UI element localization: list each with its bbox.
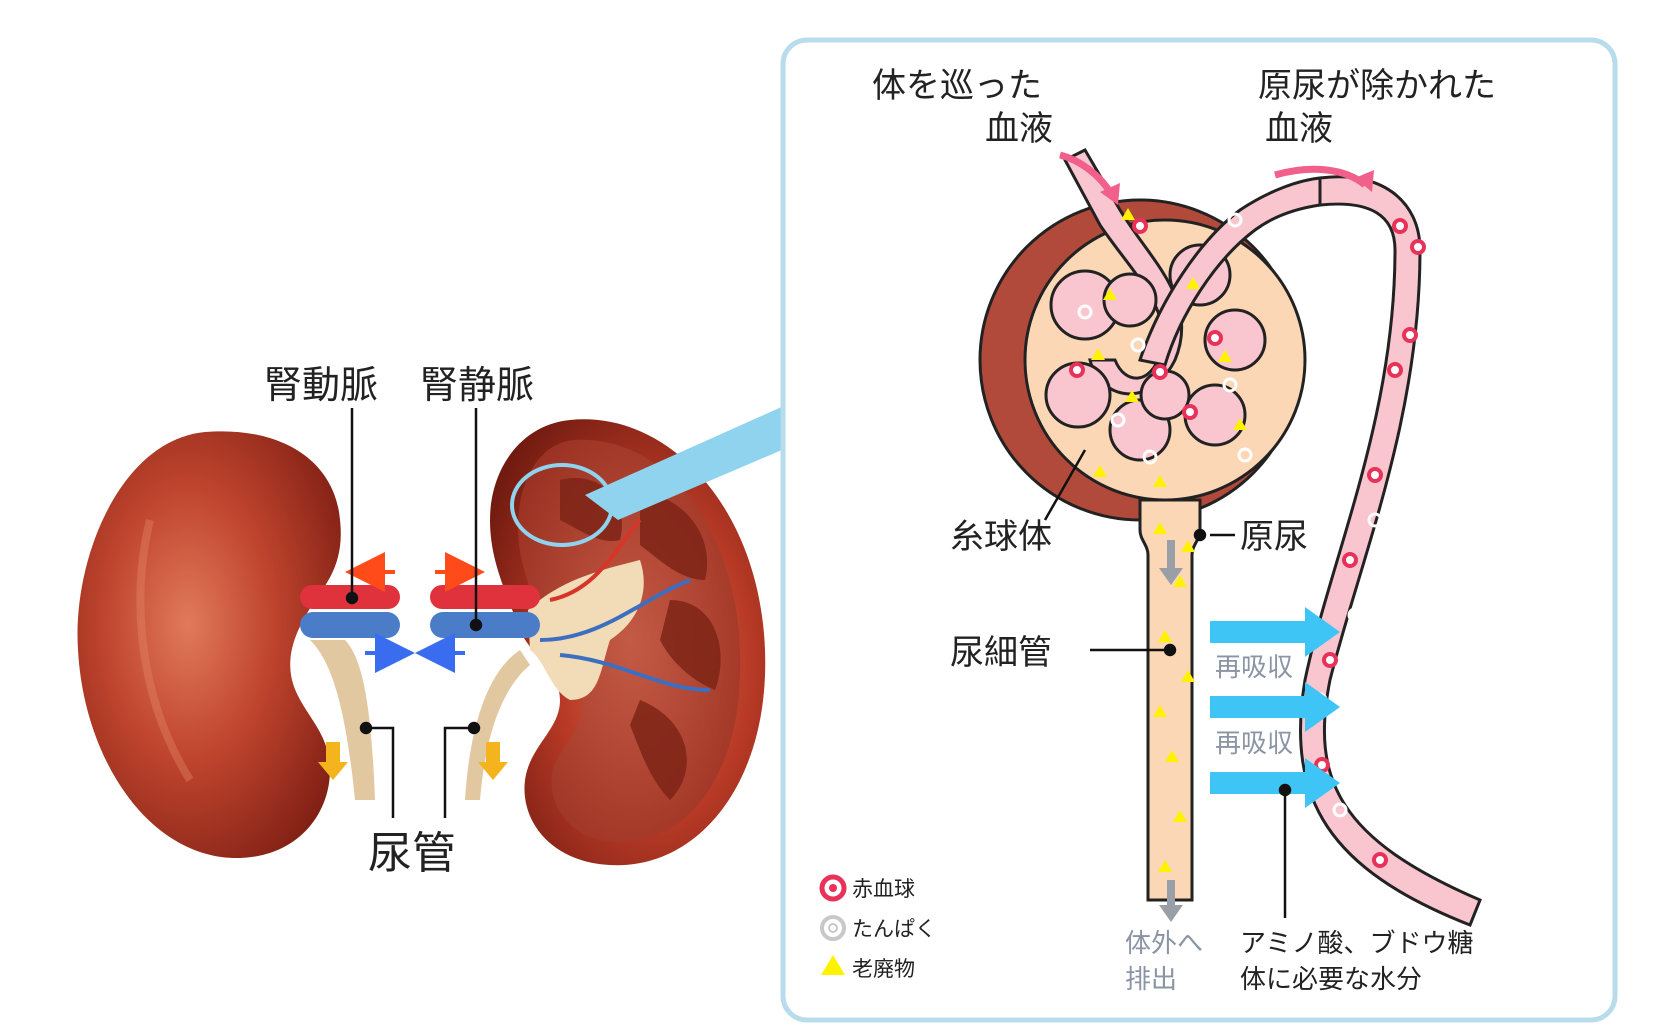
tubule-flow-arrow-bottom <box>1159 880 1183 922</box>
svg-text:老廃物: 老廃物 <box>852 957 915 981</box>
blood-in-label-line2: 血液 <box>985 109 1053 149</box>
legend-item-red-blood-cell: 赤血球 <box>819 874 915 902</box>
legend-item-protein: たんぱく <box>820 915 936 941</box>
primary-urine-label: 原尿 <box>1240 517 1308 557</box>
legend-item-waste: 老廃物 <box>821 955 915 981</box>
tubule-flow-arrow-top <box>1159 540 1183 585</box>
reabsorption-arrows <box>1210 607 1340 808</box>
protein-icon <box>820 915 846 941</box>
glomerulus-label: 糸球体 <box>950 517 1052 557</box>
nutrients-label-line1: アミノ酸、ブドウ糖 <box>1240 929 1473 959</box>
renal-artery-label: 腎動脈 <box>264 363 378 407</box>
excretion-label-line2: 排出 <box>1125 965 1177 995</box>
right-leader-lines <box>1043 449 1292 918</box>
red-blood-cells <box>1069 218 1426 868</box>
waste-particles <box>1091 208 1247 872</box>
legend: 赤血球 たんぱく 老廃物 <box>819 874 936 981</box>
waste-triangle-icon <box>821 955 845 975</box>
svg-text:たんぱく: たんぱく <box>852 917 936 941</box>
blood-out-label-line1: 原尿が除かれた <box>1258 66 1496 106</box>
reabsorption-label-1: 再吸収 <box>1215 653 1293 683</box>
kidney-right-cross-section <box>490 419 766 866</box>
excretion-label-line1: 体外へ <box>1125 929 1203 959</box>
blood-in-label-line1: 体を巡った <box>872 66 1042 106</box>
blood-out-label-line2: 血液 <box>1265 109 1333 149</box>
nutrients-label-line2: 体に必要な水分 <box>1240 965 1422 995</box>
renal-vein-label: 腎静脈 <box>420 363 534 407</box>
ureter-label: 尿管 <box>368 828 456 879</box>
svg-text:赤血球: 赤血球 <box>852 877 915 901</box>
renal-tubule-label: 尿細管 <box>950 633 1052 673</box>
kidney-left <box>77 431 341 859</box>
left-leader-lines <box>345 408 483 818</box>
reabsorption-label-2: 再吸収 <box>1215 729 1293 759</box>
ureter-flow-arrow-right <box>478 742 508 780</box>
ureter-flow-arrow-left <box>318 742 348 780</box>
